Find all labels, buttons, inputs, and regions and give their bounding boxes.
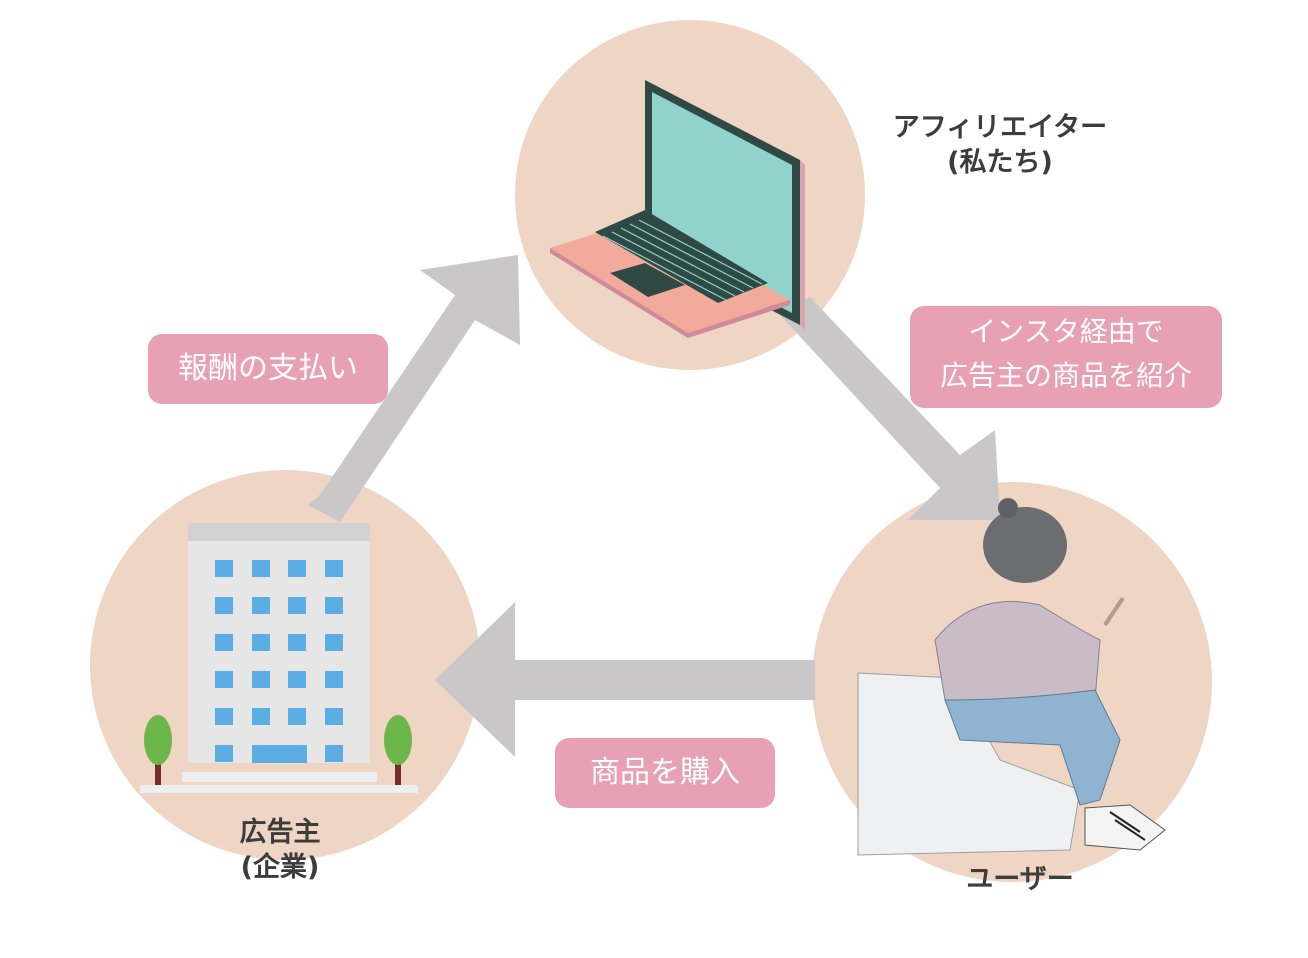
edge-label-payment-text: 報酬の支払い — [178, 351, 358, 386]
affiliate-node-title: アフィリエイター — [892, 112, 1108, 143]
arrow-user-to-advertiser — [435, 602, 815, 757]
advertiser-node-title: 広告主 — [239, 817, 321, 848]
edge-label-purchase-text: 商品を購入 — [590, 755, 740, 790]
arrow-affiliate-to-user — [780, 297, 1000, 520]
edge-label-purchase: 商品を購入 — [555, 738, 775, 808]
advertiser-node-label: 広告主 (企業) — [200, 815, 360, 885]
user-node-title: ユーザー — [966, 864, 1074, 895]
arrow-advertiser-to-affiliate — [308, 255, 520, 522]
affiliate-node-subtitle: (私たち) — [947, 147, 1053, 179]
advertiser-node-subtitle: (企業) — [240, 852, 320, 884]
edge-label-introduce-line2: 広告主の商品を紹介 — [939, 359, 1192, 392]
edge-label-introduce-line1: インスタ経由で — [968, 315, 1164, 348]
user-node-label: ユーザー — [920, 862, 1120, 897]
edge-label-introduce: インスタ経由で 広告主の商品を紹介 — [910, 306, 1222, 408]
affiliate-node-label: アフィリエイター (私たち) — [850, 110, 1150, 180]
edge-label-payment: 報酬の支払い — [148, 334, 388, 404]
